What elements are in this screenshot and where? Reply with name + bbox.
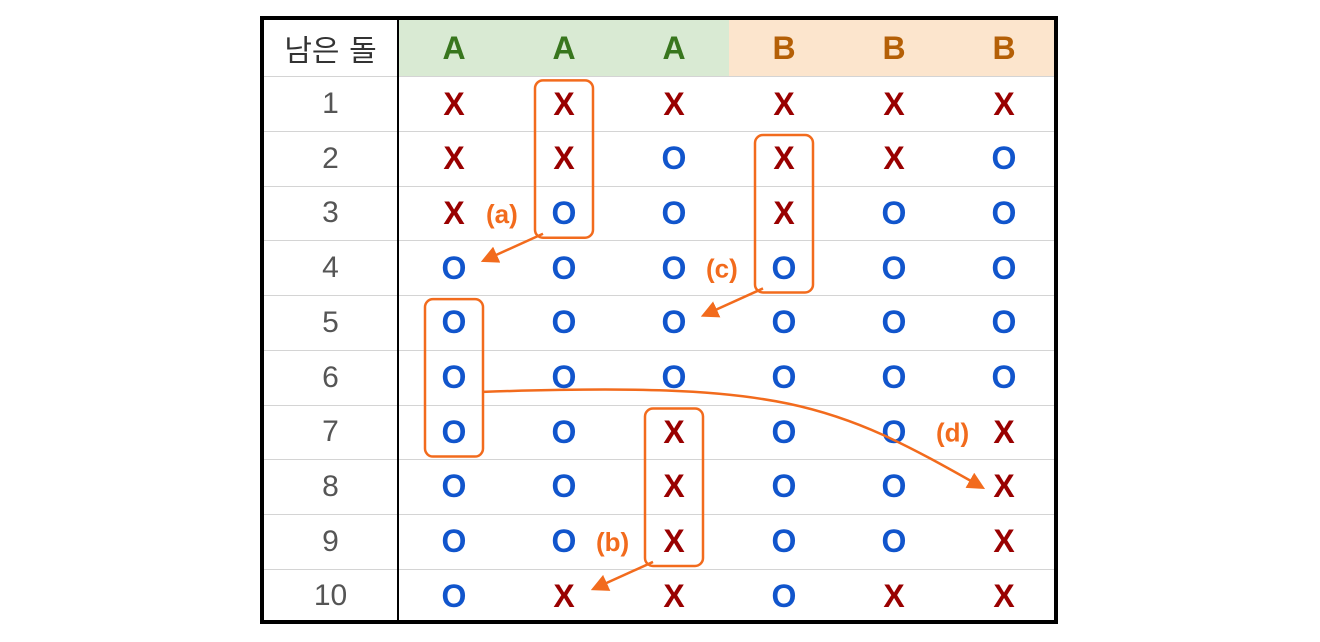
o-mark: O xyxy=(881,468,907,505)
column-header-4: B xyxy=(729,20,839,76)
x-mark: X xyxy=(553,140,575,177)
o-mark: O xyxy=(991,194,1017,231)
table-row: 8 O O X O O X xyxy=(264,460,1054,515)
o-mark: O xyxy=(881,523,907,560)
o-mark: O xyxy=(771,413,797,450)
o-mark: O xyxy=(551,249,577,286)
row-label: 1 xyxy=(322,87,339,120)
column-header-2: A xyxy=(509,20,619,76)
x-mark: X xyxy=(443,140,465,177)
o-mark: O xyxy=(771,304,797,341)
x-mark: X xyxy=(663,523,685,560)
o-mark: O xyxy=(551,359,577,395)
table-row: 5 O O O O O O xyxy=(264,296,1054,351)
column-header-1: A xyxy=(399,20,509,76)
o-mark: O xyxy=(771,523,797,560)
label-column-divider xyxy=(397,20,399,620)
row-label: 3 xyxy=(322,196,339,230)
x-mark: X xyxy=(443,194,465,231)
table-row: 7 O O X O O X xyxy=(264,405,1054,461)
o-mark: O xyxy=(661,359,687,395)
x-mark: X xyxy=(663,468,685,505)
row-label: 5 xyxy=(322,305,339,339)
x-mark: X xyxy=(773,85,795,122)
o-mark: O xyxy=(661,249,687,286)
o-mark: O xyxy=(881,194,907,231)
x-mark: X xyxy=(553,85,575,122)
o-mark: O xyxy=(881,304,907,341)
table-row: 10 O X X O X X xyxy=(264,569,1054,620)
o-mark: O xyxy=(881,359,907,395)
table-row: 4 O O O O O O xyxy=(264,241,1054,297)
o-mark: O xyxy=(771,468,797,505)
o-mark: O xyxy=(551,468,577,505)
row-label: 6 xyxy=(322,360,339,394)
x-mark: X xyxy=(883,140,905,177)
o-mark: O xyxy=(771,359,797,395)
o-mark: O xyxy=(661,304,687,341)
row-label: 2 xyxy=(322,141,339,175)
o-mark: O xyxy=(441,523,467,560)
table-row: 9 O O X O O X xyxy=(264,515,1054,570)
o-mark: O xyxy=(441,249,467,286)
x-mark: X xyxy=(553,577,575,614)
table-row: 1 X X X X X X xyxy=(264,77,1054,132)
o-mark: O xyxy=(551,194,577,231)
x-mark: X xyxy=(993,523,1015,560)
row-label: 8 xyxy=(322,469,339,503)
o-mark: O xyxy=(441,413,467,450)
o-mark: O xyxy=(551,304,577,341)
o-mark: O xyxy=(441,359,467,395)
o-mark: O xyxy=(551,523,577,560)
row-label: 7 xyxy=(322,415,339,449)
x-mark: X xyxy=(883,85,905,122)
o-mark: O xyxy=(661,140,687,177)
row-label: 4 xyxy=(322,251,339,285)
x-mark: X xyxy=(993,85,1015,122)
row-label: 10 xyxy=(313,579,348,613)
column-header-6: B xyxy=(949,20,1054,76)
column-header-3: A xyxy=(619,20,729,76)
o-mark: O xyxy=(771,577,797,614)
corner-label: 남은 돌 xyxy=(284,34,377,69)
table-row: 3 X O O X O O xyxy=(264,186,1054,242)
x-mark: X xyxy=(993,577,1015,614)
x-mark: X xyxy=(993,413,1015,450)
x-mark: X xyxy=(663,413,685,450)
x-mark: X xyxy=(663,85,685,122)
x-mark: X xyxy=(883,577,905,614)
o-mark: O xyxy=(441,304,467,341)
o-mark: O xyxy=(551,413,577,450)
o-mark: O xyxy=(441,468,467,505)
x-mark: X xyxy=(443,85,465,122)
column-header-5: B xyxy=(839,20,949,76)
o-mark: O xyxy=(881,249,907,286)
o-mark: O xyxy=(881,413,907,450)
o-mark: O xyxy=(991,304,1017,341)
o-mark: O xyxy=(991,140,1017,177)
o-mark: O xyxy=(441,577,467,614)
table-row: 6 O O O O O O xyxy=(264,351,1054,406)
row-label: 9 xyxy=(322,524,339,558)
x-mark: X xyxy=(773,140,795,177)
o-mark: O xyxy=(661,194,687,231)
x-mark: X xyxy=(993,468,1015,505)
table-row: 2 X X O X X O xyxy=(264,132,1054,187)
o-mark: O xyxy=(991,249,1017,286)
o-mark: O xyxy=(771,249,797,286)
x-mark: X xyxy=(663,577,685,614)
o-mark: O xyxy=(991,359,1017,395)
x-mark: X xyxy=(773,194,795,231)
